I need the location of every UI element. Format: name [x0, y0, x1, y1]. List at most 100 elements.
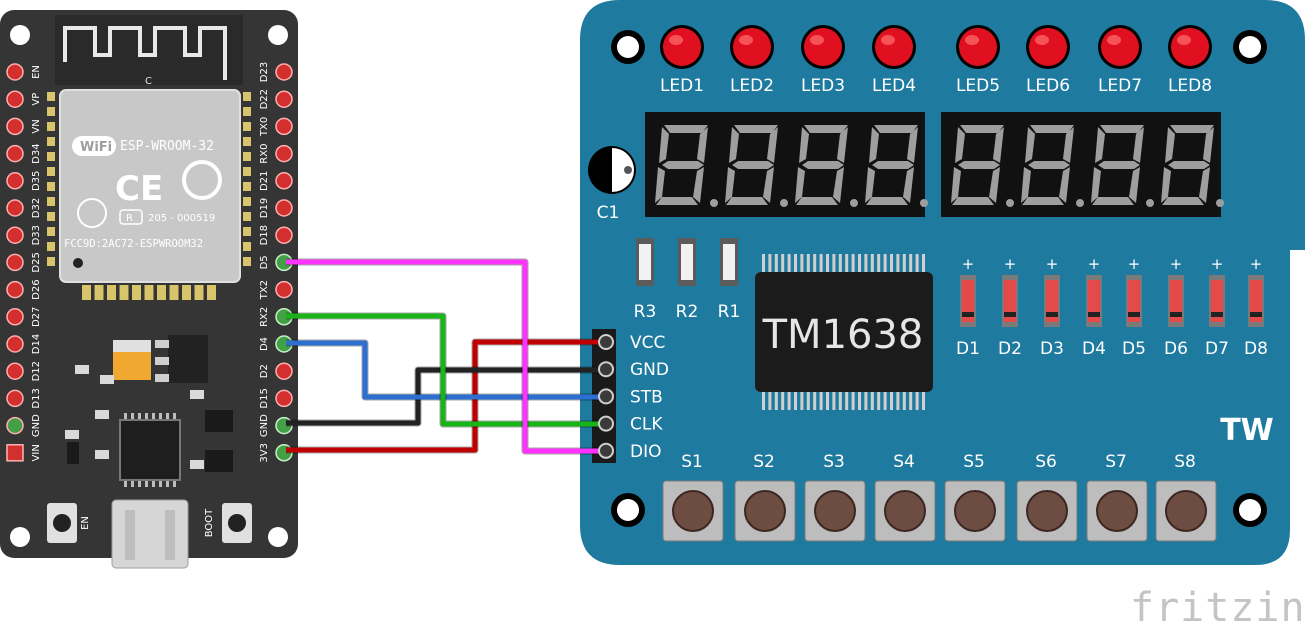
left-pin-VP	[6, 90, 24, 108]
switch-label: S8	[1174, 452, 1196, 472]
segment-a	[1030, 125, 1074, 133]
fritzing-watermark: fritzing	[1130, 585, 1305, 631]
fcc-label: FCC9D:2AC72-ESPWROOM32	[64, 238, 203, 250]
chip-pin-bottom	[832, 392, 836, 410]
chip-lead	[145, 481, 148, 487]
diode-band	[1250, 312, 1262, 317]
chip-lead	[166, 413, 169, 419]
header-pin-label: DIO	[630, 442, 662, 462]
segment-e	[1021, 167, 1031, 203]
right-pin-label: D23	[259, 62, 270, 82]
segment-e	[1161, 167, 1171, 203]
diode-band	[1088, 312, 1100, 317]
left-pin-D27	[6, 308, 24, 326]
en-button-cap	[53, 514, 71, 532]
module-pad	[94, 285, 104, 300]
segment-c	[693, 167, 704, 203]
segment-f	[729, 127, 739, 163]
segment-g	[958, 161, 1000, 169]
left-pin-D25	[6, 253, 24, 272]
resistor-label: R2	[676, 302, 699, 322]
wifi-badge	[72, 136, 116, 156]
segment-dp	[920, 199, 928, 207]
chip-lead	[152, 413, 155, 419]
module-pad	[207, 285, 216, 300]
chip-pin-bottom	[858, 392, 861, 410]
segment-b	[907, 127, 918, 163]
segment-a	[804, 125, 848, 133]
segment-e	[725, 167, 735, 203]
transistor	[205, 410, 233, 432]
chip-pin-bottom	[877, 392, 881, 410]
right-pin-label: D22	[259, 89, 270, 109]
segment-c	[989, 167, 1000, 203]
chip-pin-top	[890, 254, 893, 272]
switch-cap	[672, 490, 714, 532]
left-pin-label: D14	[31, 334, 42, 354]
switch-cap	[1096, 490, 1138, 532]
segment-d	[1022, 197, 1064, 205]
segment-a	[664, 125, 708, 133]
chip-pin-top	[864, 254, 868, 272]
chip-pin-top	[813, 254, 817, 272]
diode-label: D5	[1122, 339, 1146, 359]
smd-part	[95, 410, 109, 419]
chip-pin-bottom	[813, 392, 817, 410]
switch-label: S3	[823, 452, 845, 472]
chip-pin-bottom	[781, 392, 785, 410]
usb-chip	[119, 419, 181, 481]
smd-part	[190, 460, 204, 469]
chip-pin-top	[877, 254, 881, 272]
segment-c	[903, 167, 914, 203]
left-pin-label: D13	[31, 388, 42, 408]
segment-dp	[780, 199, 788, 207]
diode-face	[1088, 280, 1100, 322]
capacitor-c1-half	[612, 148, 634, 192]
module-pad	[182, 285, 191, 300]
segment-d	[952, 197, 994, 205]
chip-lead	[145, 413, 148, 419]
module-pad	[47, 242, 55, 251]
diode-label: D6	[1164, 339, 1188, 359]
left-pin-label: VN	[31, 119, 42, 133]
en-label: EN	[80, 516, 91, 530]
chip-pin-bottom	[902, 392, 906, 410]
diode-label: D7	[1205, 339, 1229, 359]
segment-e	[1091, 167, 1101, 203]
right-pin-label: TX0	[259, 117, 270, 137]
chip-pin-bottom	[845, 392, 849, 410]
segment-b	[837, 127, 848, 163]
tm-mount-hole-center	[617, 499, 639, 521]
left-pin-D33	[6, 226, 24, 244]
led-3	[804, 28, 842, 66]
left-pin-label: VIN	[31, 444, 42, 461]
module-pad	[243, 182, 251, 191]
chip-pin-bottom	[774, 392, 778, 410]
right-pin-label: D15	[259, 388, 270, 408]
module-pad	[47, 257, 55, 266]
segment-d	[1092, 197, 1134, 205]
segment-b	[1133, 127, 1144, 163]
segment-dp	[1006, 199, 1014, 207]
chip-pin-top	[845, 254, 849, 272]
left-pin-square	[6, 444, 24, 462]
left-pin-D32	[6, 199, 24, 217]
module-pad	[243, 152, 251, 161]
chip-pin-top	[787, 254, 791, 272]
led-5	[959, 28, 997, 66]
chip-lead	[159, 481, 162, 487]
module-pad	[47, 197, 55, 206]
module-pad	[47, 212, 55, 221]
diode-band	[1170, 312, 1182, 317]
switch-cap	[954, 490, 996, 532]
diode-face	[1004, 280, 1016, 322]
segment-dp	[850, 199, 858, 207]
espressif-logo	[182, 160, 222, 200]
usb-detail	[125, 510, 135, 560]
left-pin-label: D27	[31, 307, 42, 327]
segment-c	[1199, 167, 1210, 203]
chip-pin-top	[806, 254, 810, 272]
right-pin-label: D4	[259, 337, 270, 351]
segment-c	[1059, 167, 1070, 203]
segment-f	[659, 127, 669, 163]
